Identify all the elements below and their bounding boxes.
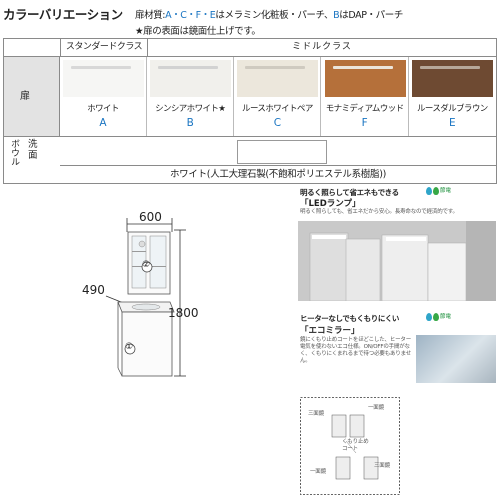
mirror-eco-badge: 節電: [426, 312, 451, 321]
door-option-b[interactable]: シンシアホワイト★ B: [147, 57, 235, 136]
standard-class-header: スタンダードクラス: [60, 39, 148, 56]
height-dimension: 1800: [168, 306, 199, 320]
part-2-marker: ②: [142, 260, 151, 270]
mirror-finish-note: ★扉の表面は鏡面仕上げです。: [135, 26, 261, 37]
door-name: ルースホワイトペア: [242, 104, 313, 114]
bowl-swatch: [237, 140, 327, 164]
depth-dimension: 490: [82, 283, 105, 297]
door-name: ホワイト: [87, 104, 119, 114]
led-feature-desc: 明るく照らしても、省エネだから安心。長寿命なので経済的です。: [300, 209, 458, 215]
water-drop-icon: [426, 312, 432, 321]
color-variation-table: スタンダードクラス ミドルクラス 扉 ホワイト A シンシアホワイト★ B ルースホワイ…: [3, 38, 497, 184]
material-info: 扉材質:A・C・F・Eはメラミン化粧板・パーチ、BはDAP・パーチ: [135, 10, 403, 21]
door-swatch: [237, 60, 319, 97]
mirror-feature-title: ヒーターなしでもくもりにくい: [300, 314, 400, 323]
door-option-e[interactable]: ルースダルブラウン E: [409, 57, 496, 136]
diagram-label-5: 一面鏡: [310, 469, 326, 475]
door-code: E: [448, 117, 456, 129]
leaf-drop-icon: [433, 312, 439, 321]
mirror-feature-desc: 鏡にくもり止めコートをほどこした、ヒーター電気を使わないエコ仕様。ON/OFFの…: [300, 337, 412, 364]
features-panel: 明るく照らして省エネもできる 節電 「LEDランプ」 明るく照らしても、省エネだ…: [298, 185, 496, 500]
door-row: 扉 ホワイト A シンシアホワイト★ B ルースホワイトペア C モナミディアムウッド F ルー…: [4, 57, 496, 137]
led-feature-title: 明るく照らして省エネもできる: [300, 188, 399, 197]
water-drop-icon: [426, 186, 432, 195]
door-swatch: [324, 60, 406, 97]
led-eco-badge: 節電: [426, 186, 451, 195]
door-name: モナミディアムウッド: [325, 104, 404, 114]
door-name: シンシアホワイト★: [155, 104, 226, 114]
door-swatch: [150, 60, 232, 97]
door-option-c[interactable]: ルースホワイトペア C: [234, 57, 322, 136]
door-handle: [419, 66, 480, 69]
middle-class-header: ミドルクラス: [292, 42, 352, 52]
part-1-marker: ①: [125, 342, 134, 352]
door-swatch: [63, 60, 144, 97]
mirror-feature-name: 「エコミラー」: [300, 326, 360, 336]
diagram-label-2: 一面鏡: [368, 405, 384, 411]
bowl-material: ホワイト(人工大理石製(不飽和ポリエステル系樹脂)): [60, 165, 496, 182]
led-feature-name: 「LEDランプ」: [300, 199, 361, 209]
bowl-label: ボウル 洗面: [9, 139, 38, 166]
diagram-label-1: 三面鏡: [308, 411, 324, 417]
door-code: B: [186, 117, 194, 129]
door-swatch: [411, 60, 493, 97]
door-row-header: 扉: [4, 57, 60, 136]
door-option-f[interactable]: モナミディアムウッド F: [322, 57, 409, 136]
class-header-row: スタンダードクラス ミドルクラス: [4, 39, 496, 57]
door-code: F: [361, 117, 368, 129]
door-handle: [332, 66, 393, 69]
page-title: カラーバリエーション: [3, 7, 123, 22]
door-handle: [158, 66, 219, 69]
leaf-drop-icon: [433, 186, 439, 195]
door-name: ルースダルブラウン: [416, 104, 488, 114]
vanity-drawing: [105, 218, 186, 377]
door-code: C: [273, 117, 282, 129]
diagram-label-3: くもり止めコート: [342, 439, 369, 452]
door-option-a[interactable]: ホワイト A: [60, 57, 147, 136]
width-dimension: 600: [139, 210, 162, 224]
mirror-photo: [416, 335, 496, 383]
mirror-diagram: [300, 397, 400, 495]
bowl-row: ボウル 洗面 ホワイト(人工大理石製(不飽和ポリエステル系樹脂)): [4, 137, 496, 183]
door-code: A: [99, 117, 107, 129]
diagram-label-4: 三面鏡: [374, 463, 390, 469]
door-label: 扉: [20, 91, 30, 102]
dimension-drawing: 600 490 1800 ② ①: [70, 208, 220, 393]
door-handle: [71, 66, 131, 69]
door-handle: [245, 66, 306, 69]
header: カラーバリエーション 扉材質:A・C・F・Eはメラミン化粧板・パーチ、BはDAP…: [3, 4, 497, 38]
led-mirror-photo: [298, 221, 496, 301]
